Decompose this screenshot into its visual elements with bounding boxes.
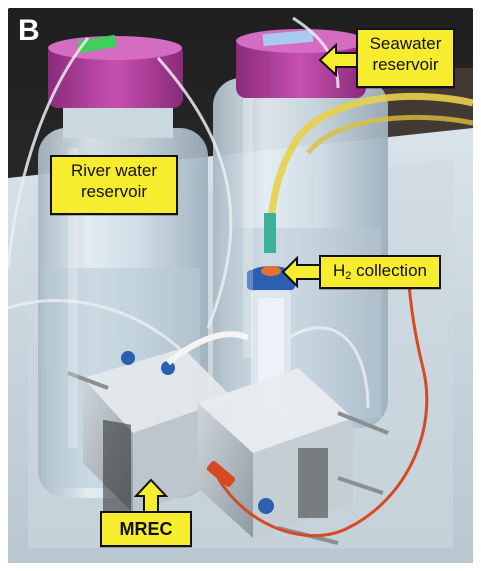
gas-needle <box>264 213 276 253</box>
mrec-label: MREC <box>100 511 192 547</box>
white-wire <box>166 331 250 366</box>
yellow-tubing <box>266 92 473 229</box>
mrec-cell <box>67 348 389 545</box>
panel-letter: B <box>18 14 40 47</box>
clear-tubing <box>8 16 370 409</box>
river-label-line2: reservoir <box>80 182 148 201</box>
seawater-label-line2: reservoir <box>372 55 439 74</box>
blue-cap <box>247 270 295 290</box>
h2-subscript: 2 <box>345 270 352 282</box>
h2-prefix: H <box>332 261 346 280</box>
seawater-arrow-icon <box>318 42 359 78</box>
h2-suffix: collection <box>351 261 427 280</box>
alligator-clip <box>206 460 236 488</box>
mrec-blue-port <box>258 498 274 514</box>
river-label-line1: River water <box>71 161 157 180</box>
h2-arrow-icon <box>281 256 322 288</box>
mrec-arrow-icon <box>134 478 168 513</box>
seawater-label-line1: Seawater <box>369 34 442 53</box>
river-bottle-cap <box>48 43 183 108</box>
river-water-reservoir-label: River water reservoir <box>50 155 178 215</box>
h2-collection-label: H2 collection <box>319 255 441 289</box>
seawater-reservoir-label: Seawater reservoir <box>356 28 455 88</box>
red-wire <box>216 257 429 538</box>
